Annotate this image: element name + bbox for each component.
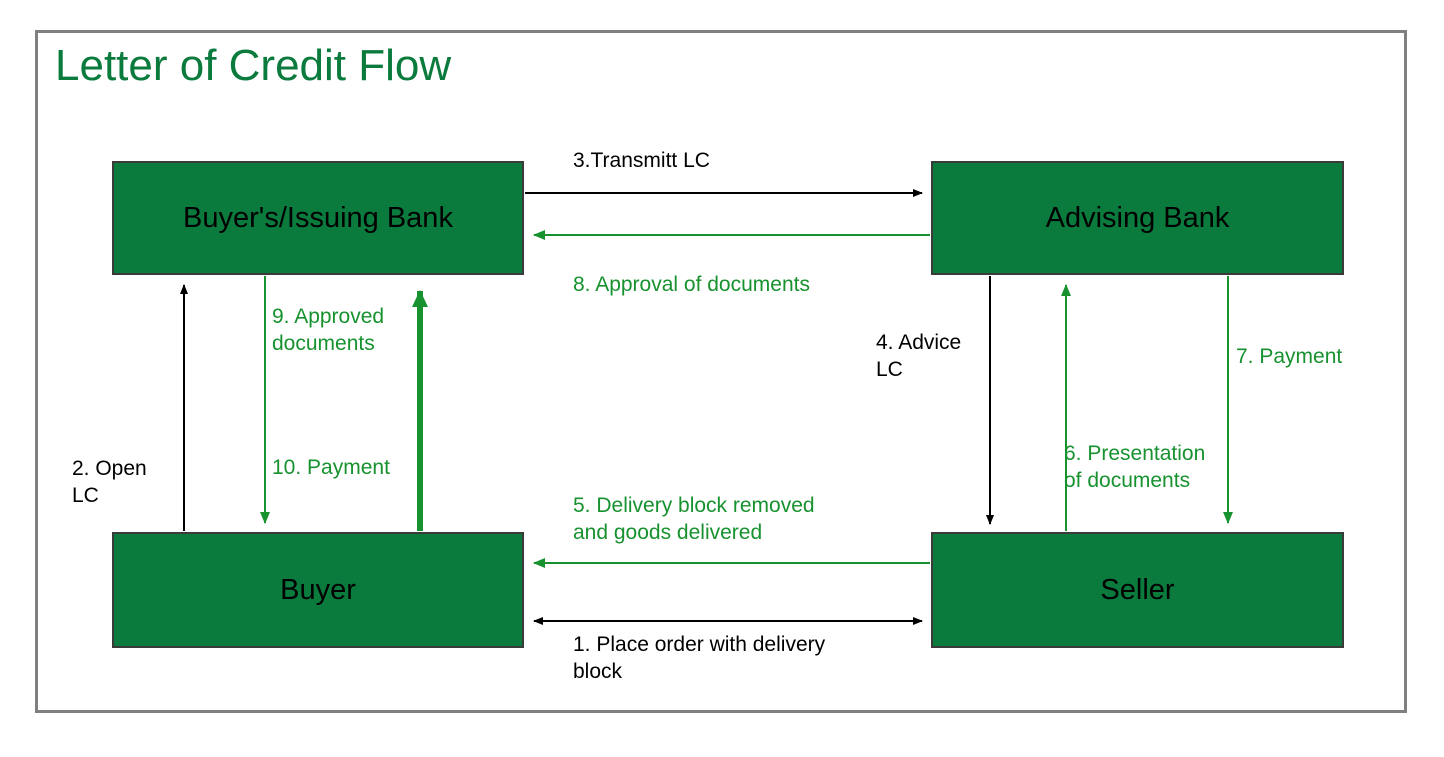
node-advising-bank-label: Advising Bank (1045, 201, 1230, 234)
flow-label-7: 7. Payment (1236, 345, 1343, 368)
node-issuing-bank[interactable]: Buyer's/Issuing Bank (112, 161, 524, 275)
flow-label-3: 3.Transmitt LC (573, 149, 710, 172)
flow-label-4: 4. Advice LC (876, 331, 962, 381)
node-seller[interactable]: Seller (931, 532, 1344, 648)
flow-label-2: 2. Open LC (72, 457, 147, 507)
flow-label-1: 1. Place order with delivery block (573, 633, 826, 683)
node-advising-bank[interactable]: Advising Bank (931, 161, 1344, 275)
flow-label-8: 8. Approval of documents (573, 273, 810, 296)
node-buyer-label: Buyer (280, 573, 356, 606)
node-issuing-bank-label: Buyer's/Issuing Bank (183, 201, 453, 234)
flow-label-9: 9. Approved documents (272, 305, 385, 355)
node-buyer[interactable]: Buyer (112, 532, 524, 648)
flow-label-6: 6. Presentation of documents (1064, 442, 1206, 492)
node-seller-label: Seller (1100, 573, 1175, 606)
diagram-title: Letter of Credit Flow (55, 41, 452, 90)
flow-label-10: 10. Payment (272, 456, 390, 479)
flow-label-5: 5. Delivery block removed and goods deli… (573, 494, 815, 544)
